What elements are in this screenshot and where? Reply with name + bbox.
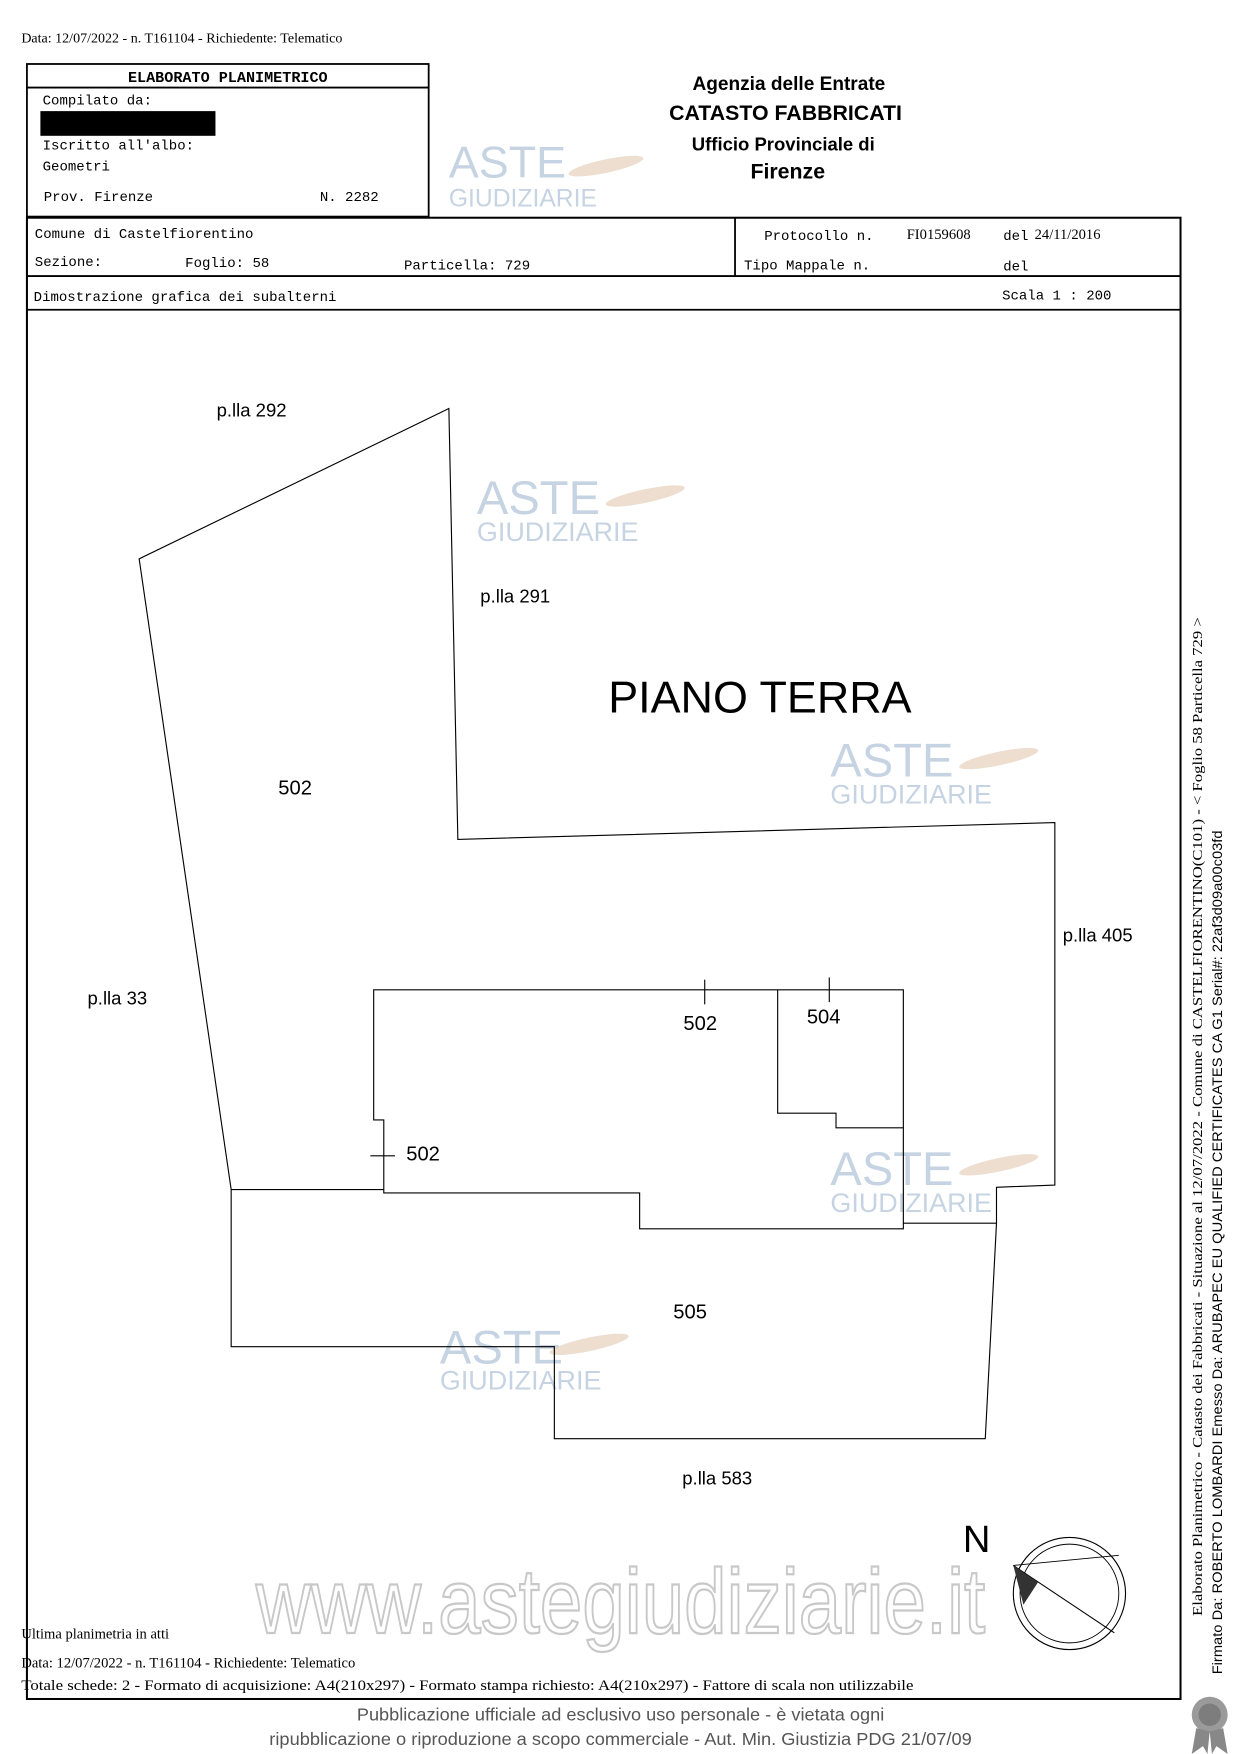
footer-totale: Totale schede: 2 - Formato di acquisizio… [21,1678,913,1694]
building-outline [373,989,904,1230]
label-sub-502: 502 [278,778,312,800]
floor-title: PIANO TERRA [608,672,911,723]
del2-label: del [1003,259,1028,275]
compilato-label: Compilato da: [43,93,152,109]
side-signature: Firmato Da: ROBERTO LOMBARDI Emesso Da: … [1210,830,1225,1674]
footer-data: Data: 12/07/2022 - n. T161104 - Richiede… [21,1656,355,1672]
prov-value: Prov. Firenze [44,190,153,206]
label-sub-504: 504 [807,1006,841,1028]
comune: Comune di Castelfiorentino [35,227,254,243]
room-504-outline [777,989,904,1129]
aste-watermark: ASTE GIUDIZIARIE [830,734,1039,809]
svg-text:ASTE: ASTE [830,734,953,787]
svg-text:GIUDIZIARIE: GIUDIZIARIE [830,779,992,809]
agency-line2: CATASTO FABBRICATI [669,101,902,125]
sezione: Sezione: [35,255,102,271]
label-plla-33: p.lla 33 [88,987,148,1008]
foglio: Foglio: 58 [185,256,269,272]
svg-text:ASTE: ASTE [449,136,566,187]
agency-line4: Firenze [750,159,825,183]
redacted-name [40,111,216,136]
protocollo-value: FI0159608 [907,227,971,243]
parcel-outline [138,407,1056,1440]
aste-watermark: ASTE GIUDIZIARIE [830,1142,1039,1218]
label-sub-502: 502 [406,1143,440,1165]
scala: Scala 1 : 200 [1002,289,1111,305]
svg-text:ASTE: ASTE [477,471,600,524]
svg-text:GIUDIZIARIE: GIUDIZIARIE [449,186,597,213]
main-frame [25,216,1182,1701]
iscritto-label: Iscritto all'albo: [43,138,194,154]
side-info: Elaborato Planimetrico - Catasto dei Fab… [1191,617,1206,1616]
aste-watermark: ASTE GIUDIZIARIE [449,136,644,213]
svg-text:GIUDIZIARIE: GIUDIZIARIE [477,517,639,547]
certificate-seal-icon [1191,1696,1228,1754]
numero-value: N. 2282 [320,190,379,206]
tipo-mappale: Tipo Mappale n. [744,258,870,274]
dimostrazione: Dimostrazione grafica dei subalterni [34,290,337,306]
agency-line3: Ufficio Provinciale di [692,133,875,154]
box-title: ELABORATO PLANIMETRICO [128,69,328,87]
svg-text:ASTE: ASTE [830,1142,953,1195]
del-label: del [1003,229,1028,245]
ultima-planimetria: Ultima planimetria in atti [21,1626,169,1642]
protocollo-label: Protocollo n. [764,229,873,245]
label-plla-291: p.lla 291 [480,586,550,607]
particella: Particella: 729 [404,258,530,274]
elaborato-box: ELABORATO PLANIMETRICO Compilato da: Isc… [26,63,430,218]
del-date: 24/11/2016 [1035,227,1101,243]
label-plla-292: p.lla 292 [217,399,287,420]
label-plla-405: p.lla 405 [1063,925,1133,946]
url-watermark: www.astegiudiziarie.it [255,1551,985,1653]
agency-line1: Agenzia delle Entrate [692,74,885,95]
agency-header: Agenzia delle Entrate CATASTO FABBRICATI… [669,74,902,184]
aste-watermark: ASTE GIUDIZIARIE [477,471,685,547]
compass-icon [1012,1536,1127,1651]
notice-line2: ripubblicazione o riproduzione a scopo c… [269,1729,972,1749]
svg-text:GIUDIZIARIE: GIUDIZIARIE [830,1188,992,1218]
north-compass: N [963,1518,1127,1651]
label-plla-583: p.lla 583 [682,1468,752,1489]
albo-value: Geometri [43,160,110,176]
label-sub-502: 502 [683,1013,717,1035]
header-line: Data: 12/07/2022 - n. T161104 - Richiede… [21,32,342,47]
north-label: N [963,1518,991,1561]
svg-text:GIUDIZIARIE: GIUDIZIARIE [440,1365,602,1395]
aste-watermark: ASTE GIUDIZIARIE [440,1320,629,1395]
plan-labels: PIANO TERRA p.lla 292 p.lla 291 p.lla 40… [88,399,1133,1488]
notice-line1: Pubblicazione ufficiale ad esclusivo uso… [357,1704,884,1724]
label-sub-505: 505 [673,1302,707,1324]
floor-plan [138,407,1056,1440]
